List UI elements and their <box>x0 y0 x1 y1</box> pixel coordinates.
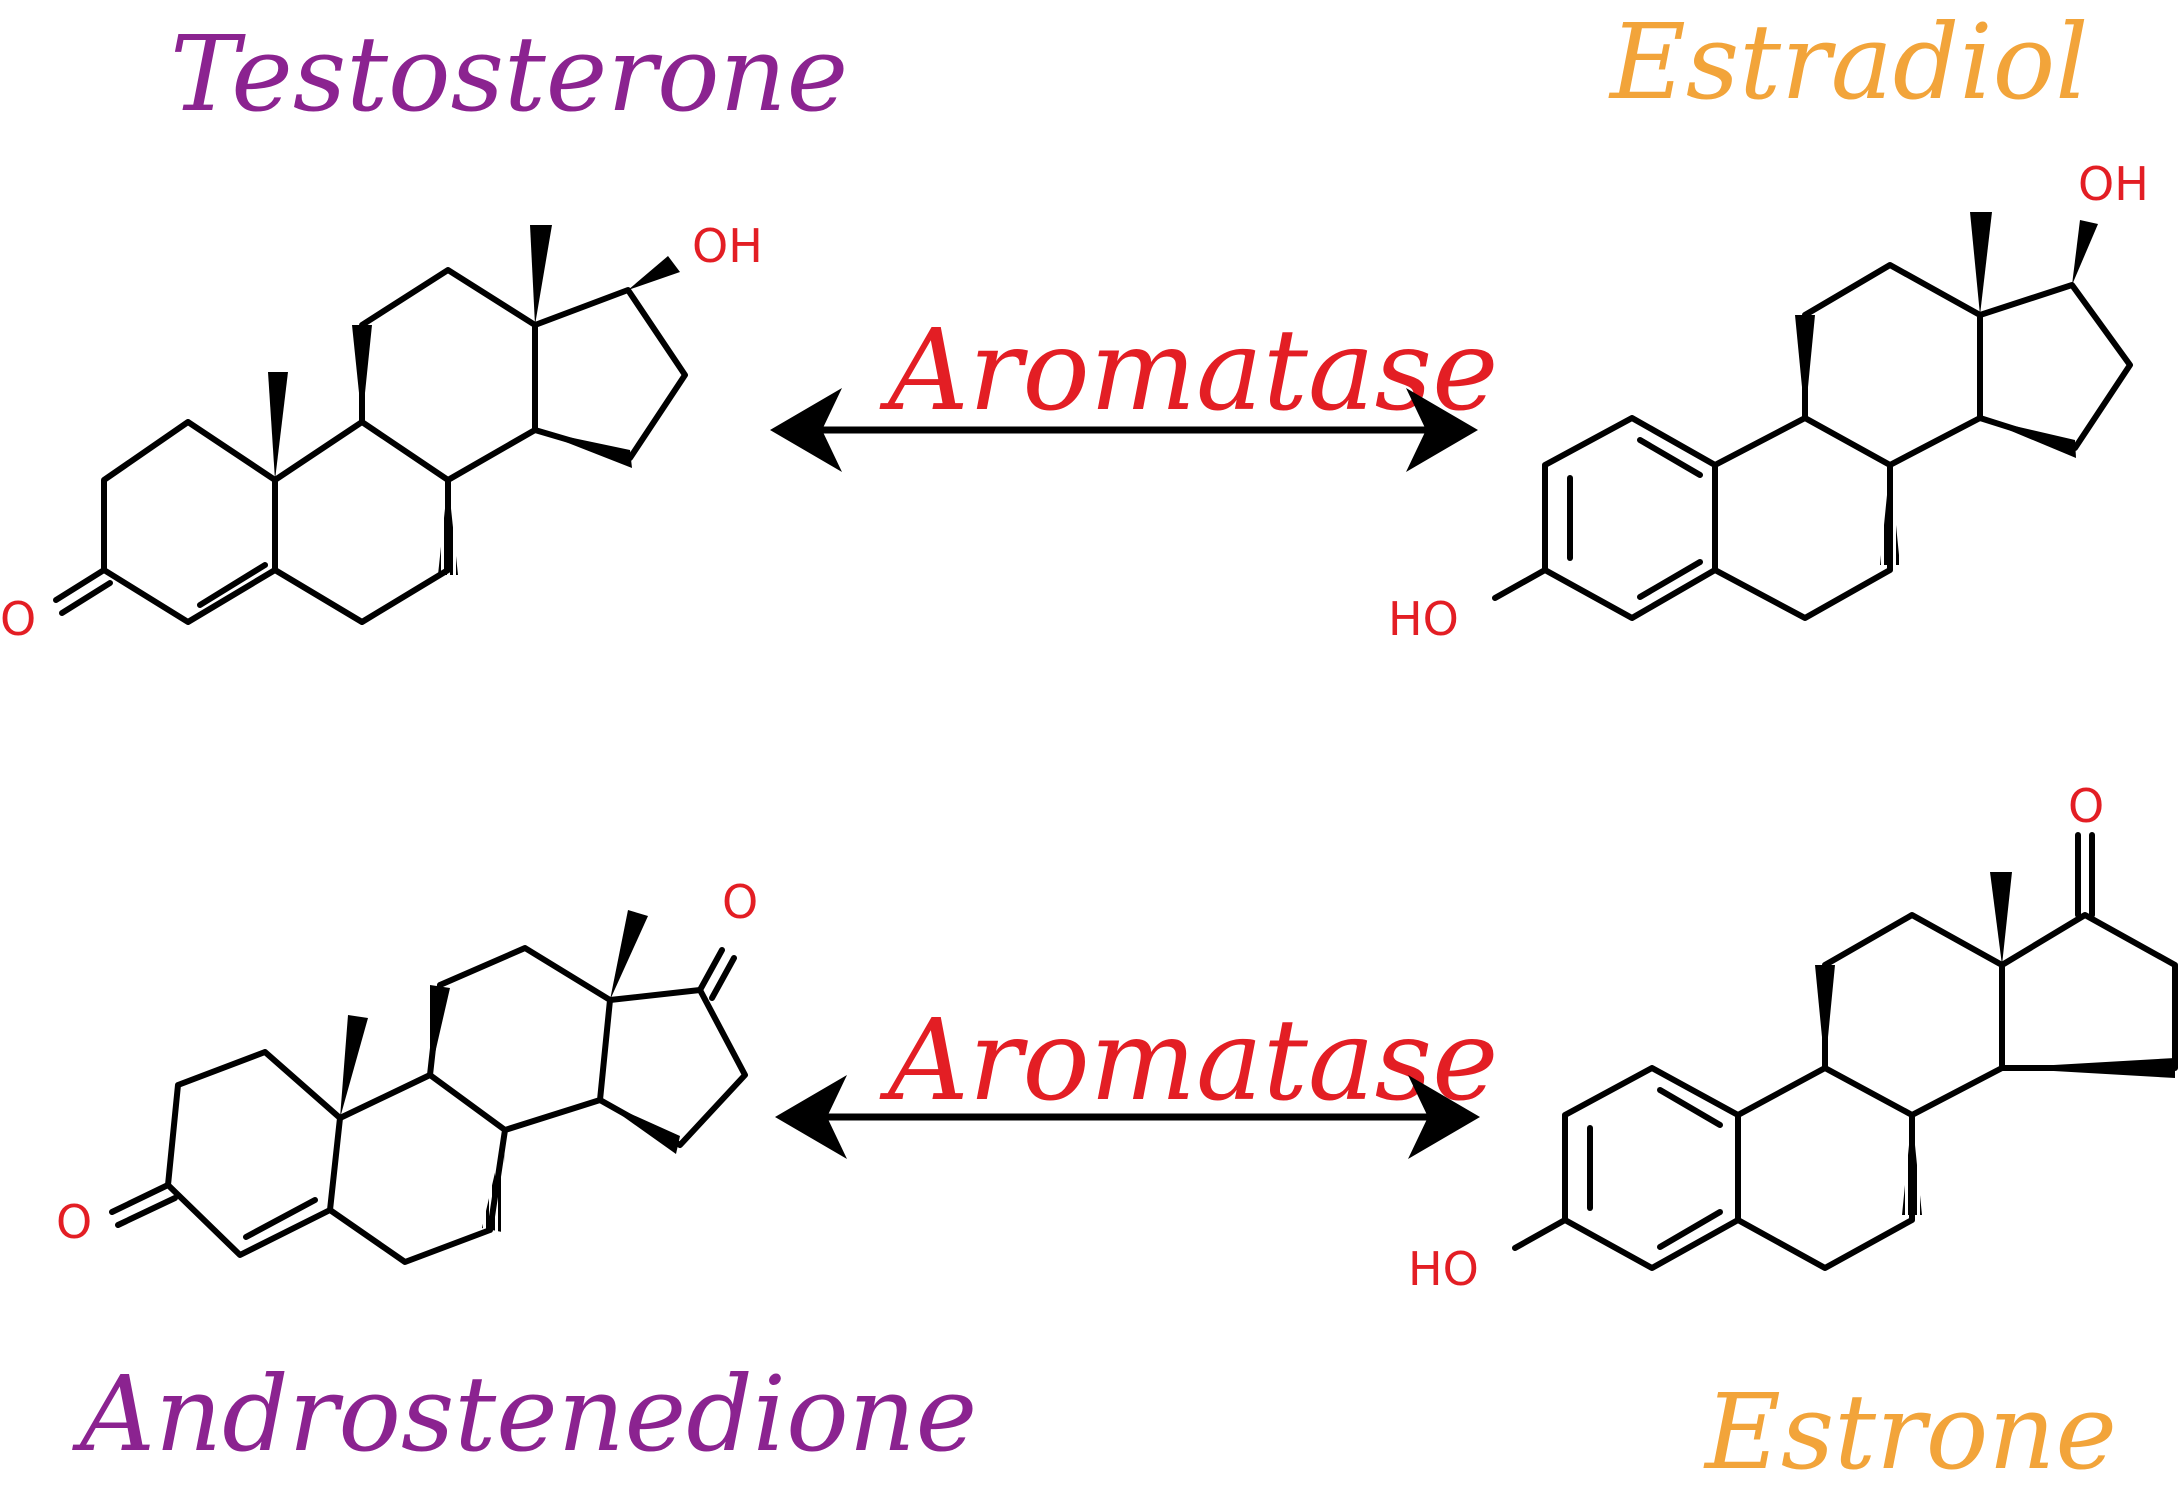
aromatase-label-bottom: Aromatase <box>888 996 1499 1126</box>
estradiol-structure: OH HO <box>1388 157 2149 646</box>
androstenedione-o3: O <box>56 1195 92 1249</box>
androstenedione-wedge-h9 <box>430 985 450 1075</box>
estradiol-wedge-oh <box>2072 220 2098 285</box>
estrone-o17: O <box>2068 779 2104 833</box>
estrone-bonds <box>1512 832 2178 1271</box>
testosterone-wedge-h14 <box>535 430 632 468</box>
testosterone-methyl-c18 <box>530 225 552 325</box>
androstenedione-methyl-c18 <box>610 910 648 1000</box>
testosterone-wedge-h9 <box>352 325 372 422</box>
androstenedione-methyl-c19 <box>340 1015 368 1118</box>
aromatase-label-top: Aromatase <box>888 306 1499 436</box>
estrone-structure: O HO <box>1408 779 2178 1296</box>
estradiol-oh: OH <box>2078 157 2149 211</box>
testosterone-structure: OH O <box>0 219 763 646</box>
estradiol-wedge-h14 <box>1980 418 2076 458</box>
estradiol-hash-h8 <box>1880 465 1900 565</box>
testosterone-wedge-oh <box>628 256 680 290</box>
testosterone-title: Testosterone <box>170 13 849 135</box>
double-arrow-top <box>770 388 1478 472</box>
estradiol-ho: HO <box>1388 592 1459 646</box>
testosterone-hash-h8 <box>438 480 458 575</box>
androstenedione-wedge-h14 <box>600 1100 680 1154</box>
estradiol-wedge-h9 <box>1795 315 1815 418</box>
testosterone-oh: OH <box>692 219 763 273</box>
testosterone-methyl-c19 <box>268 372 288 480</box>
estrone-methyl-c18 <box>1990 872 2012 965</box>
estrone-wedge-h14 <box>2002 1058 2175 1078</box>
testosterone-o: O <box>0 592 36 646</box>
estrone-title: Estrone <box>1705 1371 2117 1493</box>
estrone-ho: HO <box>1408 1242 1479 1296</box>
estrone-wedge-h9 <box>1815 965 1835 1068</box>
androstenedione-bonds <box>109 945 748 1265</box>
androstenedione-o17: O <box>722 875 758 929</box>
estrone-hash-h8 <box>1902 1115 1922 1215</box>
estradiol-methyl-c18 <box>1970 212 1992 315</box>
double-arrow-bottom <box>775 1075 1480 1159</box>
estradiol-title: Estradiol <box>1610 1 2089 123</box>
androstenedione-title: Androstenedione <box>80 1353 978 1475</box>
androstenedione-structure: O O <box>56 875 758 1265</box>
androstenedione-hash-h8 <box>482 1130 505 1232</box>
